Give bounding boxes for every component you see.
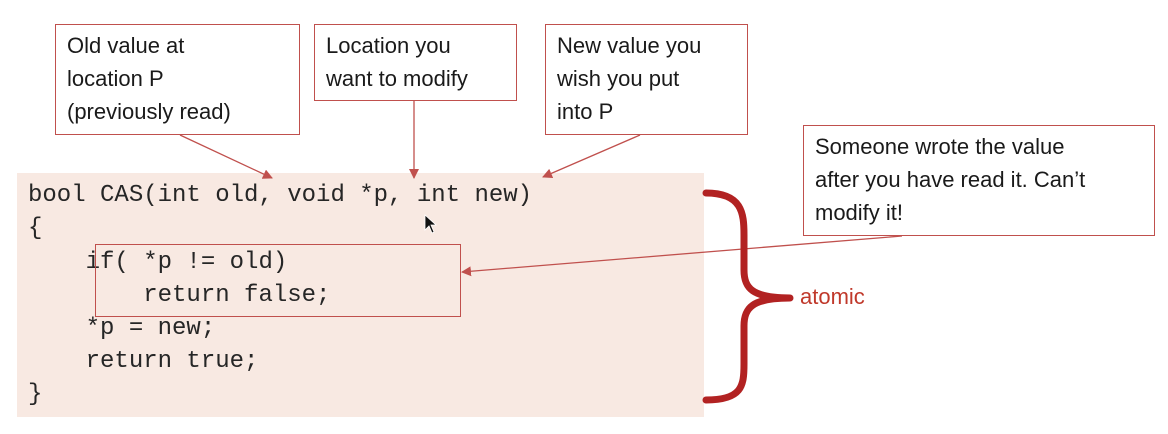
mouse-cursor-icon [424,214,438,234]
atomic-brace [702,189,794,404]
code-if-line: if( *p != old) [28,249,288,276]
arrow-new-value [542,134,641,179]
code-block [17,173,704,417]
atomic-label: atomic [800,284,865,309]
code-assign-line: *p = new; [28,315,216,342]
conditional-highlight-box [95,244,461,317]
arrow-someone-wrote [461,235,903,277]
arrow-old-value [179,134,273,179]
code-return-true-line: return true; [28,348,259,375]
code-close-brace: } [28,381,43,408]
callout-old-value: Old value at location P (previously read… [55,24,300,135]
callout-location: Location you want to modify [314,24,517,101]
code-signature-line: bool CAS(int old, void *p, int new) [28,182,533,209]
code-open-brace: { [28,215,43,242]
callout-someone-wrote: Someone wrote the value after you have r… [803,125,1155,236]
code-return-false-line: return false; [28,282,331,309]
callout-new-value: New value you wish you put into P [545,24,748,135]
